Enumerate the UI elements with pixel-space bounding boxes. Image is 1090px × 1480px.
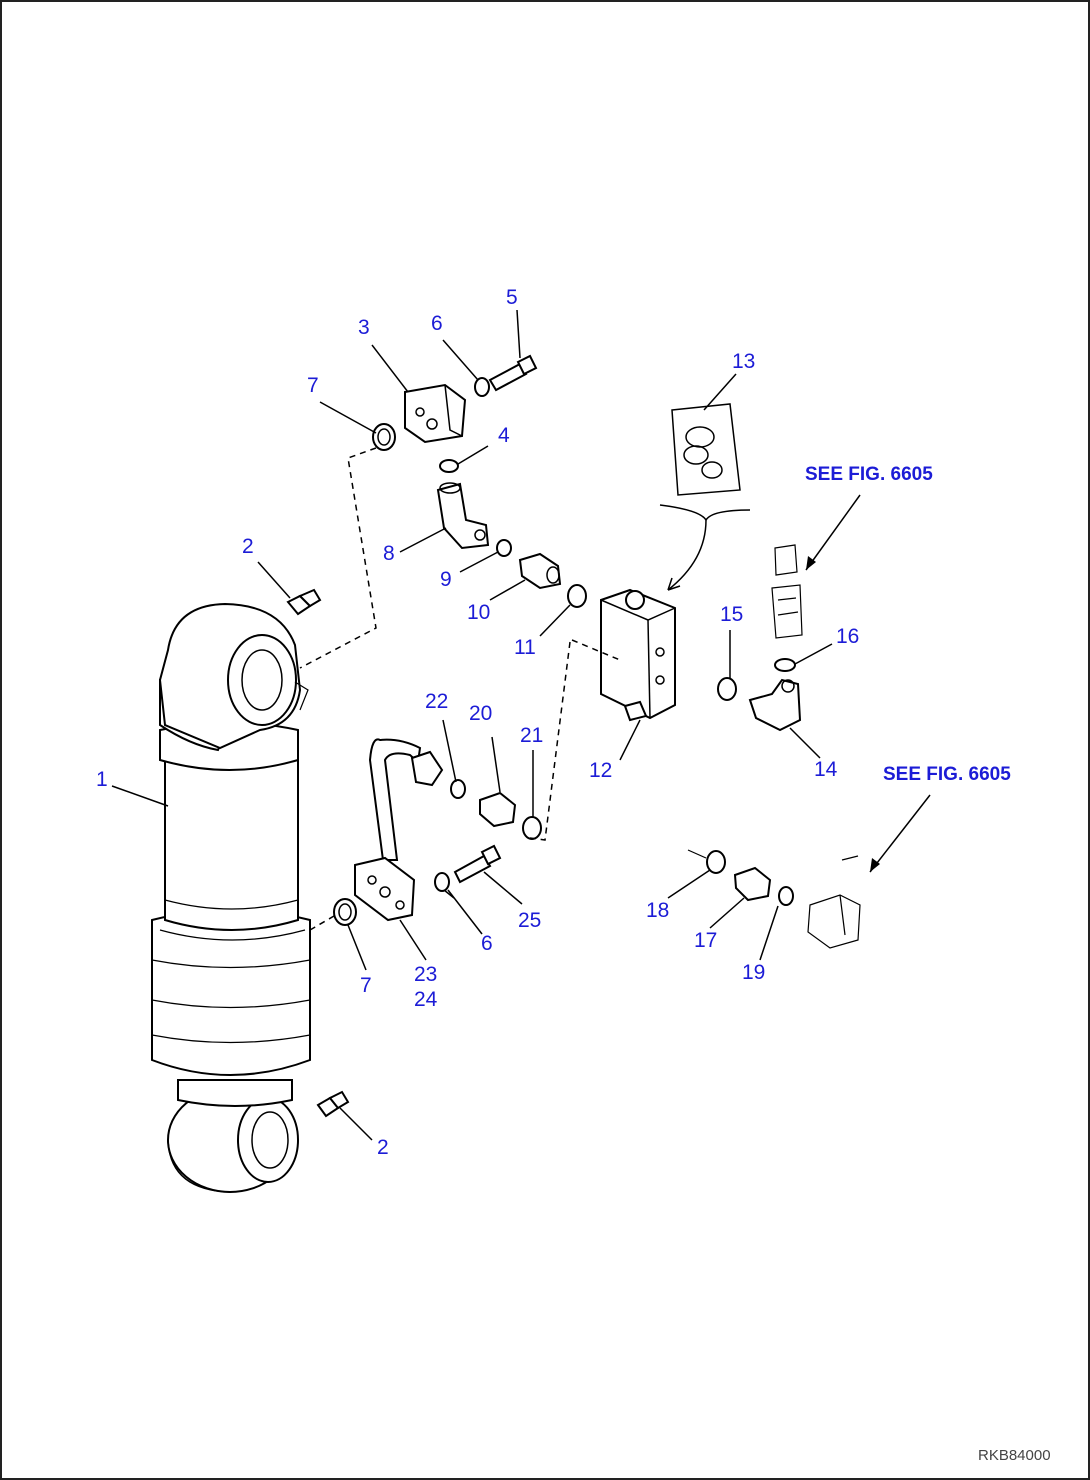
o-ring-19 xyxy=(778,886,794,906)
valve-12 xyxy=(600,588,676,722)
callout-19: 19 xyxy=(742,961,765,984)
washer-6-upper xyxy=(474,377,490,397)
callout-2-upper: 2 xyxy=(242,535,254,558)
callout-3: 3 xyxy=(358,316,370,339)
bolt-25 xyxy=(453,844,502,884)
o-ring-11 xyxy=(567,584,587,608)
reference-arrow-upper xyxy=(805,494,861,571)
callout-22: 22 xyxy=(425,690,448,713)
callout-24: 24 xyxy=(414,988,438,1011)
grease-fitting-upper xyxy=(286,588,322,616)
adapter-10 xyxy=(518,552,562,590)
seal-kit-13 xyxy=(659,403,751,522)
washer-6-lower xyxy=(434,872,450,892)
o-ring-18 xyxy=(706,850,726,874)
callout-4: 4 xyxy=(498,424,510,447)
drawing-code: RKB84000 xyxy=(978,1447,1051,1464)
callout-5: 5 xyxy=(506,286,518,309)
callout-10: 10 xyxy=(467,601,490,624)
callout-17: 17 xyxy=(694,929,717,952)
callout-11: 11 xyxy=(514,636,536,659)
callout-2-lower: 2 xyxy=(377,1136,389,1159)
reference-arrow-lower xyxy=(869,794,931,873)
elbow-8 xyxy=(436,482,490,550)
callout-14: 14 xyxy=(814,758,838,781)
callout-7-lower: 7 xyxy=(360,974,372,997)
callout-7-upper: 7 xyxy=(307,374,319,397)
o-ring-16 xyxy=(774,658,796,672)
callout-6-lower: 6 xyxy=(481,932,493,955)
callout-8: 8 xyxy=(383,542,395,565)
reference-label-upper: SEE FIG. 6605 xyxy=(805,464,933,485)
adapter-20 xyxy=(479,791,517,828)
callout-25: 25 xyxy=(518,909,541,932)
o-ring-9 xyxy=(496,539,512,557)
o-ring-4 xyxy=(439,459,459,473)
grease-fitting-lower xyxy=(316,1090,350,1118)
o-ring-7-lower xyxy=(333,898,357,926)
o-ring-7-upper xyxy=(372,423,396,451)
dashed-guide-cyl xyxy=(309,915,335,931)
bolt-5 xyxy=(488,354,538,392)
elbow-14 xyxy=(748,678,802,732)
callout-15: 15 xyxy=(720,603,743,626)
reference-label-lower: SEE FIG. 6605 xyxy=(883,764,1011,785)
callout-21: 21 xyxy=(520,724,543,747)
callout-1: 1 xyxy=(96,768,108,791)
dashed-guide-mid xyxy=(571,639,621,661)
tube-23 xyxy=(368,738,444,861)
hose-end-lower xyxy=(807,855,861,949)
callout-18: 18 xyxy=(646,899,669,922)
callout-9: 9 xyxy=(440,568,452,591)
o-ring-15 xyxy=(717,677,737,701)
adapter-17 xyxy=(733,866,772,902)
callout-20: 20 xyxy=(469,702,492,725)
callout-12: 12 xyxy=(589,759,612,782)
o-ring-21 xyxy=(522,816,542,840)
dashed-guide-upper xyxy=(299,447,377,669)
hose-end-upper xyxy=(771,544,803,639)
o-ring-22 xyxy=(450,779,466,799)
callout-6-upper: 6 xyxy=(431,312,443,335)
hydraulic-cylinder xyxy=(151,602,311,1193)
callout-23: 23 xyxy=(414,963,437,986)
flange-23 xyxy=(354,856,416,922)
callout-13: 13 xyxy=(732,350,755,373)
callout-16: 16 xyxy=(836,625,859,648)
dashed-guide-lower xyxy=(529,641,571,841)
seal-kit-arrow xyxy=(667,519,707,591)
leader-lines xyxy=(111,309,833,1141)
flange-3 xyxy=(404,383,467,444)
